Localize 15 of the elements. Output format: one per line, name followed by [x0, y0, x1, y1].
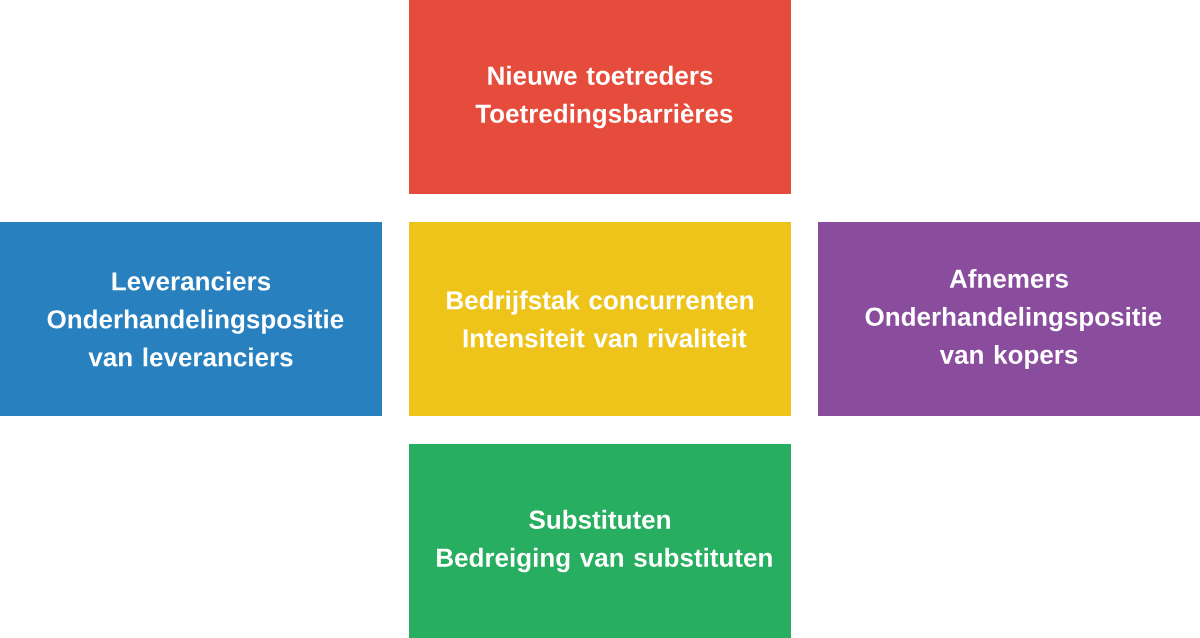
box-heading: Leveranciers	[112, 271, 271, 291]
box-text: Onderhandelingspositie van leveranciers	[47, 309, 344, 367]
force-box	[0, 222, 382, 416]
box-heading: Bedrijfstak concurrenten	[447, 290, 753, 315]
force-box	[409, 444, 791, 638]
box-text: Bedreiging van substituten	[437, 547, 772, 573]
box-text: Toetredingsbarrières	[475, 103, 733, 129]
box-text: Intensiteit van rivaliteit	[463, 328, 747, 348]
box-text: Onderhandelingspositie van kopers	[865, 306, 1162, 370]
force-box	[409, 0, 791, 194]
box-heading: Afnemers	[949, 268, 1068, 288]
force-box	[818, 222, 1200, 416]
box-heading: Nieuwe toetreders	[488, 65, 713, 85]
box-heading: Substituten	[529, 509, 670, 529]
force-box	[409, 222, 791, 416]
